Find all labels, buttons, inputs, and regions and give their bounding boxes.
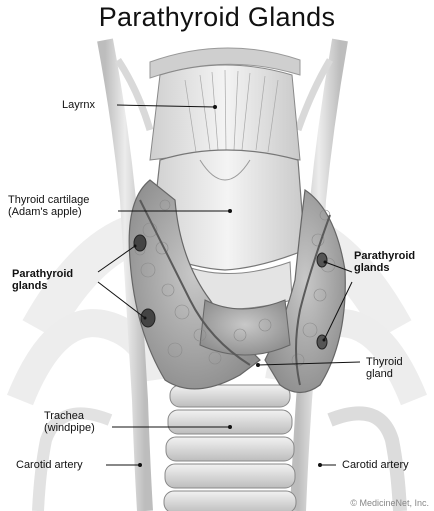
copyright-credit: © MedicineNet, Inc. bbox=[350, 498, 429, 508]
label-trachea-line1: Trachea bbox=[44, 410, 84, 422]
label-carotid-artery-right: Carotid artery bbox=[342, 459, 409, 471]
label-parathyroid-right-line2: glands bbox=[354, 262, 389, 274]
label-thyroid-cartilage-line1: Thyroid cartilage bbox=[8, 194, 89, 206]
label-parathyroid-right-line1: Parathyroid bbox=[354, 250, 415, 262]
label-carotid-artery-left: Carotid artery bbox=[16, 459, 83, 471]
parathyroid-gland-left-lower bbox=[141, 309, 155, 327]
page-title: Parathyroid Glands bbox=[0, 2, 434, 33]
label-thyroid-cartilage-line2: (Adam's apple) bbox=[8, 206, 82, 218]
trachea-rings bbox=[164, 385, 296, 511]
label-larynx: Layrnx bbox=[62, 99, 95, 111]
label-thyroid-gland-line1: Thyroid bbox=[366, 356, 403, 368]
label-thyroid-gland-line2: gland bbox=[366, 368, 393, 380]
parathyroid-gland-right-upper bbox=[317, 253, 327, 267]
parathyroid-gland-left-upper bbox=[134, 235, 146, 251]
label-parathyroid-left-line1: Parathyroid bbox=[12, 268, 73, 280]
label-trachea-line2: (windpipe) bbox=[44, 422, 95, 434]
label-parathyroid-left-line2: glands bbox=[12, 280, 47, 292]
